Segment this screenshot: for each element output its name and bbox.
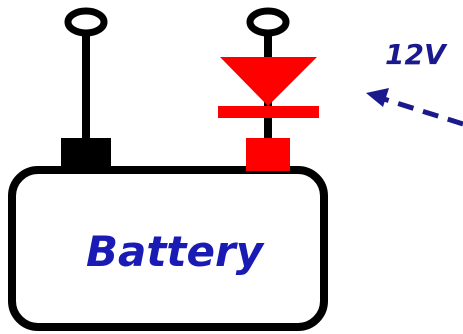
diode-icon (220, 57, 317, 106)
terminal-ring-icon (246, 7, 290, 37)
terminal-ring-icon (64, 7, 108, 37)
voltage-label: 12V (385, 38, 448, 71)
dashed-arrow-icon (366, 88, 463, 127)
diode-cathode-bar (218, 106, 319, 118)
battery-label: Battery (86, 227, 265, 276)
negative-terminal-block (61, 138, 111, 171)
positive-terminal-block (246, 138, 290, 171)
battery-body (8, 166, 328, 331)
positive-terminal (218, 7, 319, 171)
negative-terminal (61, 7, 111, 171)
